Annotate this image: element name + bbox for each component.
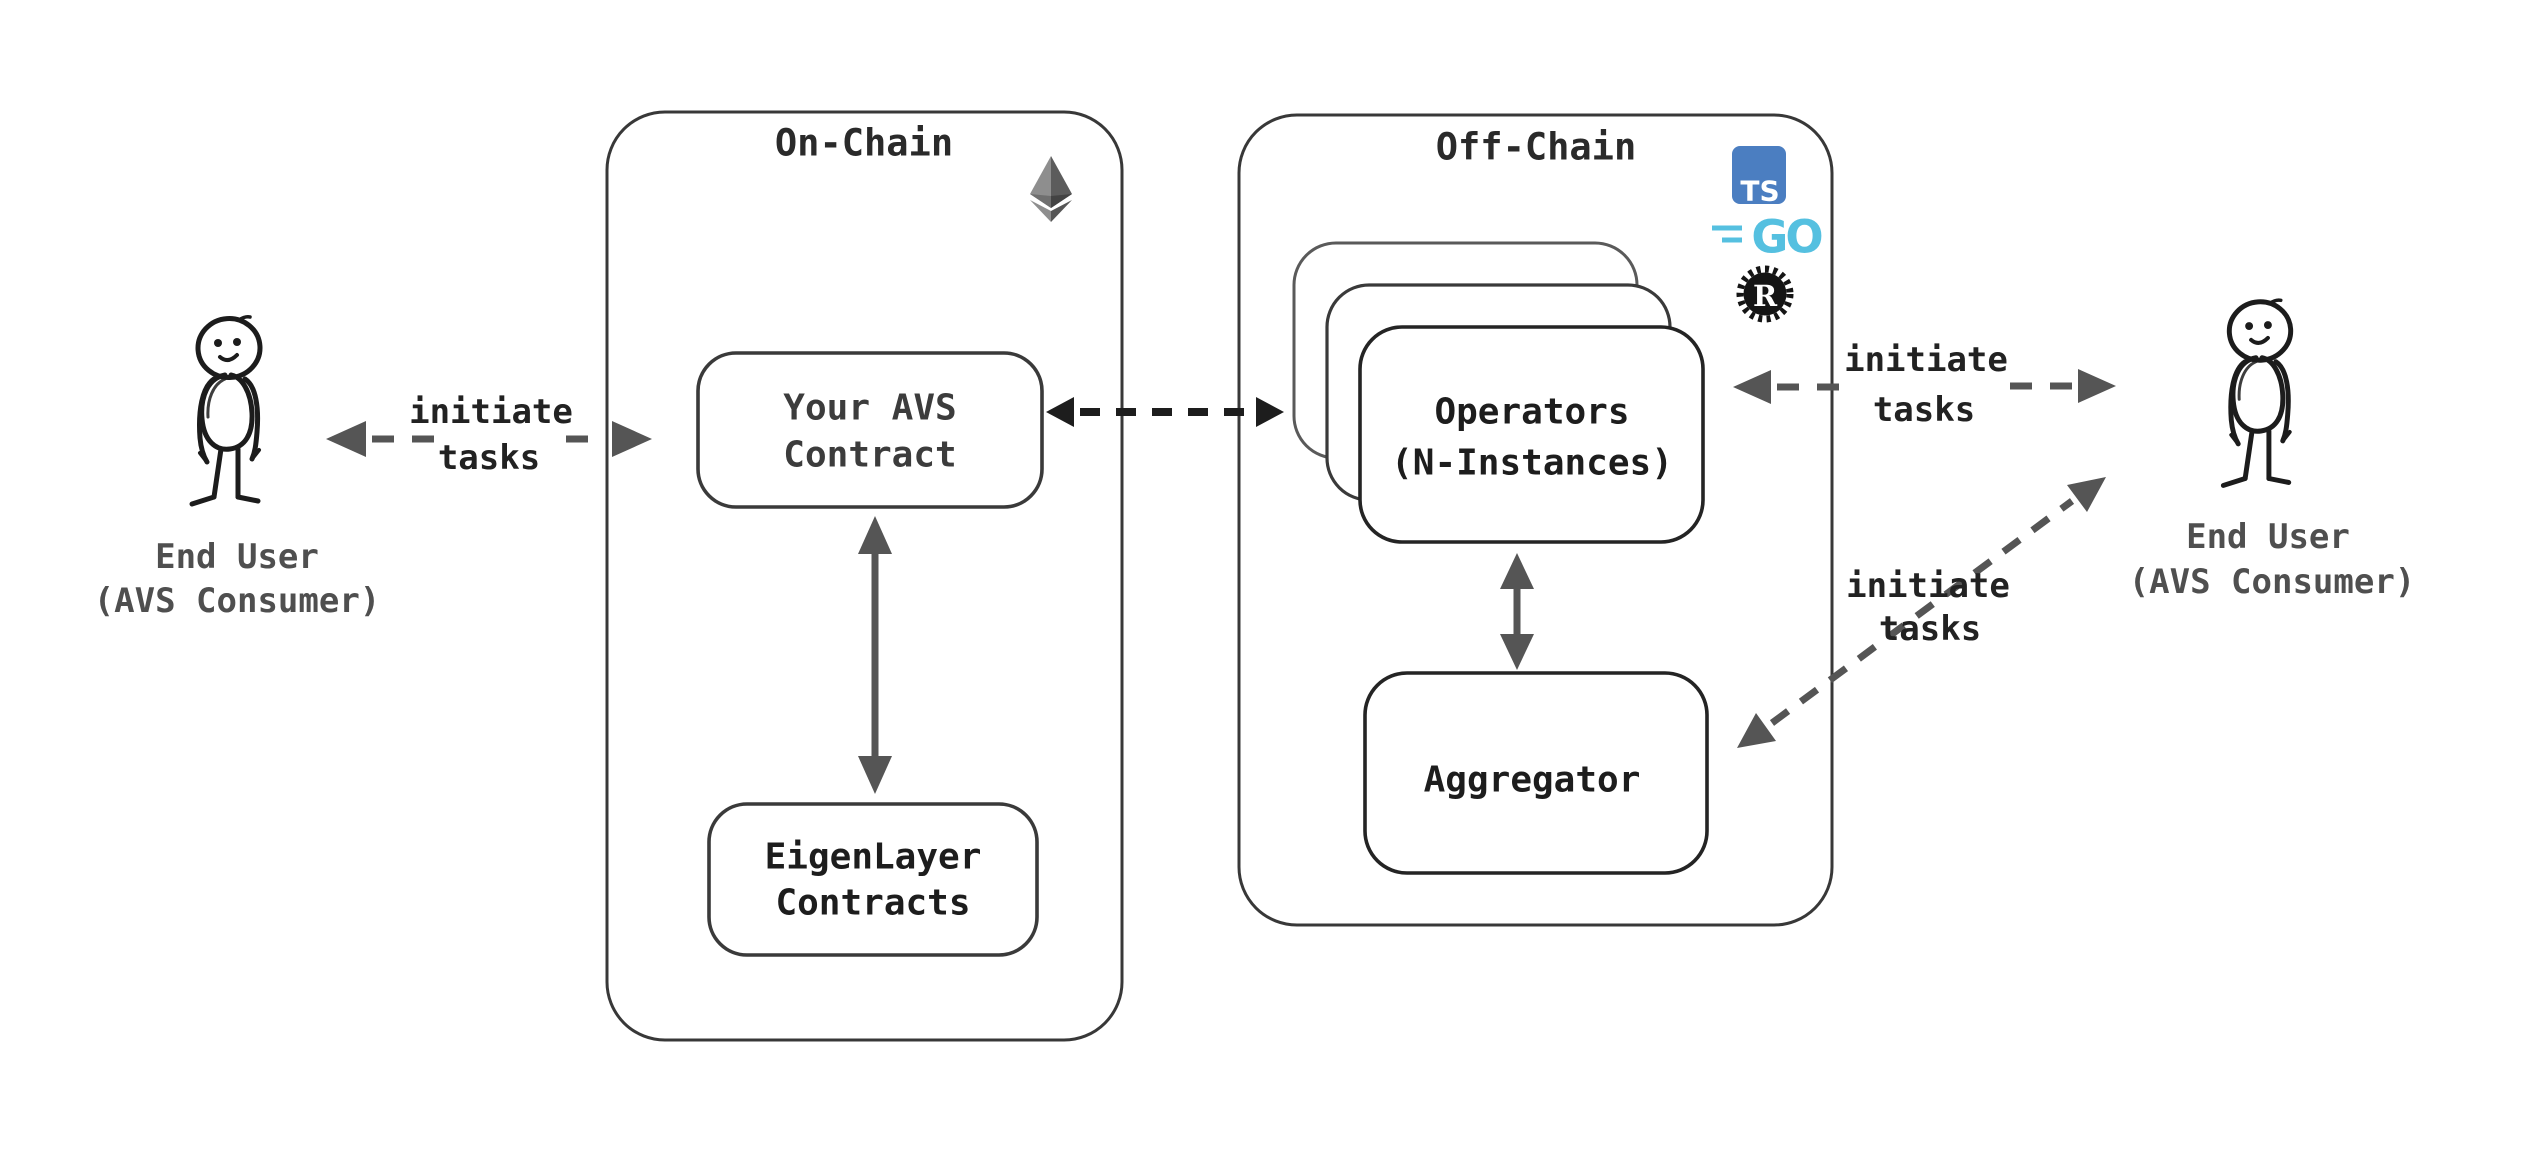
arrowhead-upper [2067, 477, 2106, 512]
aggregator-box [1363, 671, 1709, 875]
arrowhead-bottom [1500, 634, 1534, 670]
edge-label-right-diagonal: initiate tasks [1846, 566, 2010, 649]
rust-icon-label: R [1753, 279, 1778, 313]
right-user-caption-line1: End User [2186, 517, 2350, 557]
typescript-icon-label: TS [1740, 175, 1779, 208]
eigenlayer-node: EigenLayer Contracts [707, 802, 1039, 957]
operators-node: Operators (N-Instances) [1292, 241, 1705, 544]
eigenlayer-label-line2: Contracts [775, 883, 970, 924]
operators-box-front [1358, 325, 1705, 544]
arrow-avs-operators [1046, 397, 1284, 427]
avs-contract-node: Your AVS Contract [696, 351, 1044, 509]
right-user-figure [2223, 300, 2292, 486]
arrowhead-right [2078, 369, 2116, 403]
edge-label-right-diagonal-line2: tasks [1879, 609, 1981, 649]
left-user-caption-line1: End User [155, 537, 319, 577]
edge-label-left-line1: initiate [409, 392, 573, 432]
arrow-operators-aggregator [1500, 553, 1534, 670]
avs-contract-label-line2: Contract [783, 435, 956, 476]
left-user: End User (AVS Consumer) [94, 316, 381, 621]
left-user-caption-line2: (AVS Consumer) [94, 581, 381, 621]
go-icon-label: GO [1751, 211, 1821, 264]
arrowhead-right [1256, 397, 1284, 427]
arrowhead-left [1733, 370, 1771, 404]
edge-label-right-top-line2: tasks [1873, 390, 1975, 430]
arrowhead-bottom [858, 756, 892, 794]
arrowhead-lower [1737, 713, 1776, 748]
dashed-line [1769, 498, 2075, 726]
aggregator-label: Aggregator [1424, 760, 1641, 801]
arrowhead-top [1500, 553, 1534, 589]
typescript-icon: TS [1732, 146, 1786, 208]
arrowhead-right [612, 421, 652, 457]
edge-label-left: initiate tasks [409, 392, 573, 478]
arrow-operators-right-user [1733, 369, 2116, 404]
edge-label-right-top-line1: initiate [1844, 340, 2008, 380]
right-user: End User (AVS Consumer) [2129, 300, 2416, 602]
arrow-left-user-onchain [326, 421, 652, 457]
avs-contract-box [696, 351, 1044, 509]
eigenlayer-label-line1: EigenLayer [765, 837, 982, 878]
edge-label-right-top: initiate tasks [1844, 340, 2008, 430]
go-icon: GO [1712, 211, 1824, 264]
arrow-right-user-aggregator [1737, 477, 2106, 748]
arrowhead-left [1046, 397, 1074, 427]
operators-label-line2: (N-Instances) [1391, 443, 1673, 484]
rust-icon: R [1736, 265, 1794, 323]
arrowhead-top [858, 516, 892, 554]
offchain-title: Off-Chain [1436, 126, 1636, 169]
operators-label-line1: Operators [1434, 392, 1629, 433]
right-user-caption-line2: (AVS Consumer) [2129, 562, 2416, 602]
arrowhead-left [326, 421, 366, 457]
arrow-avs-eigenlayer [858, 516, 892, 794]
aggregator-node: Aggregator [1363, 671, 1709, 875]
edge-label-right-diagonal-line1: initiate [1846, 566, 2010, 606]
avs-contract-label-line1: Your AVS [783, 388, 956, 429]
left-user-figure [192, 316, 262, 504]
edge-label-left-line2: tasks [438, 438, 540, 478]
onchain-title: On-Chain [775, 122, 953, 165]
ethereum-icon [1030, 156, 1072, 222]
eigenlayer-box [707, 802, 1039, 957]
